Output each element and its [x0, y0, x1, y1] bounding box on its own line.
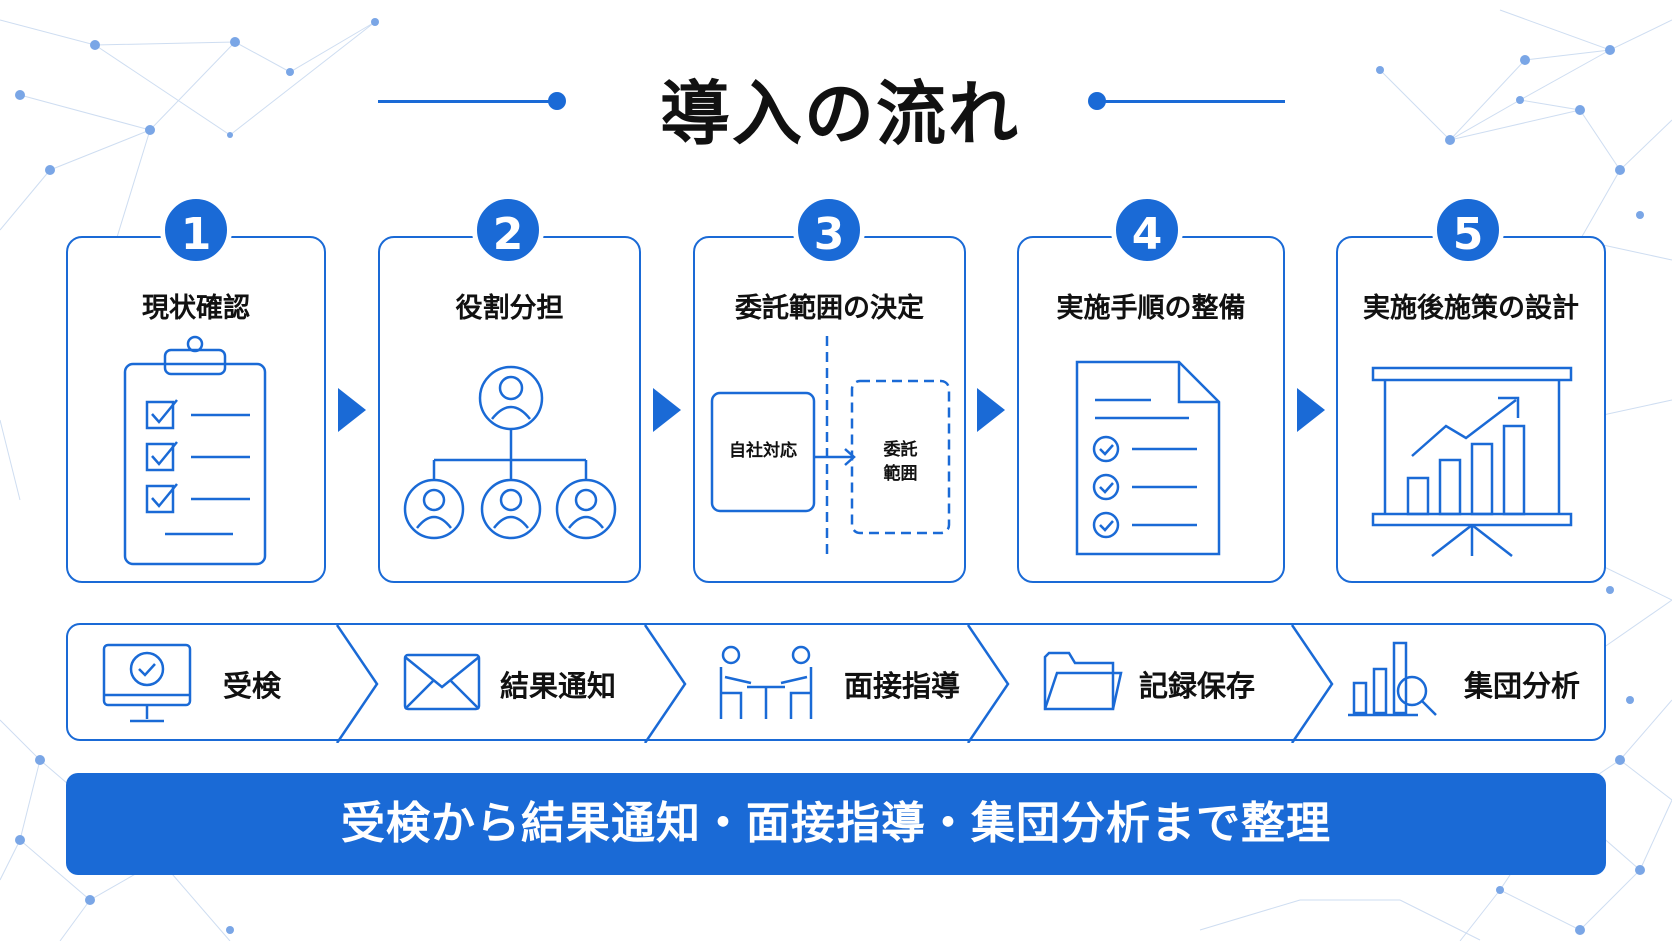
- scope-outsourced-line1: 委託: [883, 440, 918, 460]
- step-arrow-2: [653, 388, 681, 432]
- step-label-1: 現状確認: [142, 293, 250, 324]
- process-label-5: 集団分析: [1464, 669, 1581, 703]
- monitor-check-icon: [102, 643, 192, 723]
- envelope-icon: [403, 653, 481, 711]
- process-label-4: 記録保存: [1139, 669, 1256, 703]
- analysis-chart-icon: [1348, 641, 1437, 717]
- document-checklist-icon: [1075, 360, 1221, 556]
- step-label-2: 役割分担: [455, 293, 564, 324]
- process-label-2: 結果通知: [500, 669, 617, 703]
- scope-outsourced-line2: 範囲: [883, 464, 918, 484]
- step-label-5: 実施後施策の設計: [1363, 293, 1579, 324]
- step-number-5: 5: [1432, 194, 1504, 266]
- step-label-3: 委託範囲の決定: [735, 293, 924, 324]
- step-card-5: 実施後施策の設計: [1336, 236, 1606, 583]
- step-arrow-4: [1297, 388, 1325, 432]
- step-card-4: 実施手順の整備: [1017, 236, 1285, 583]
- scope-inhouse-label: 自社対応: [729, 441, 797, 461]
- step-label-4: 実施手順の整備: [1056, 293, 1246, 324]
- process-label-1: 受検: [223, 669, 282, 703]
- scope-outsourced-label: 委託 範囲: [852, 438, 949, 486]
- step-arrow-3: [977, 388, 1005, 432]
- folder-icon: [1043, 651, 1123, 711]
- summary-banner: 受検から結果通知・面接指導・集団分析まで整理: [66, 773, 1606, 875]
- presentation-chart-icon: [1371, 366, 1573, 557]
- title-line-right: [1100, 100, 1285, 103]
- clipboard-checklist-icon: [123, 335, 267, 566]
- scope-split-icon: [710, 336, 951, 554]
- step-card-3: 委託範囲の決定 自社対応 委託 範囲: [693, 236, 966, 583]
- step-arrow-1: [338, 388, 366, 432]
- step-card-1: 現状確認: [66, 236, 326, 583]
- title-line-left: [378, 100, 553, 103]
- step-number-1: 1: [160, 194, 232, 266]
- step-number-2: 2: [472, 194, 544, 266]
- title-dot-left: [548, 92, 566, 110]
- process-dividers: [335, 625, 1334, 743]
- process-label-3: 面接指導: [844, 669, 961, 703]
- interview-icon: [719, 645, 813, 719]
- process-strip: 受検 結果通知 面接指導 記録保存 集団分析: [66, 623, 1606, 743]
- page-title: 導入の流れ: [660, 73, 1020, 155]
- step-number-4: 4: [1111, 194, 1183, 266]
- title-dot-right: [1088, 92, 1106, 110]
- org-chart-icon: [403, 365, 617, 540]
- step-number-3: 3: [793, 194, 865, 266]
- step-card-2: 役割分担: [378, 236, 641, 583]
